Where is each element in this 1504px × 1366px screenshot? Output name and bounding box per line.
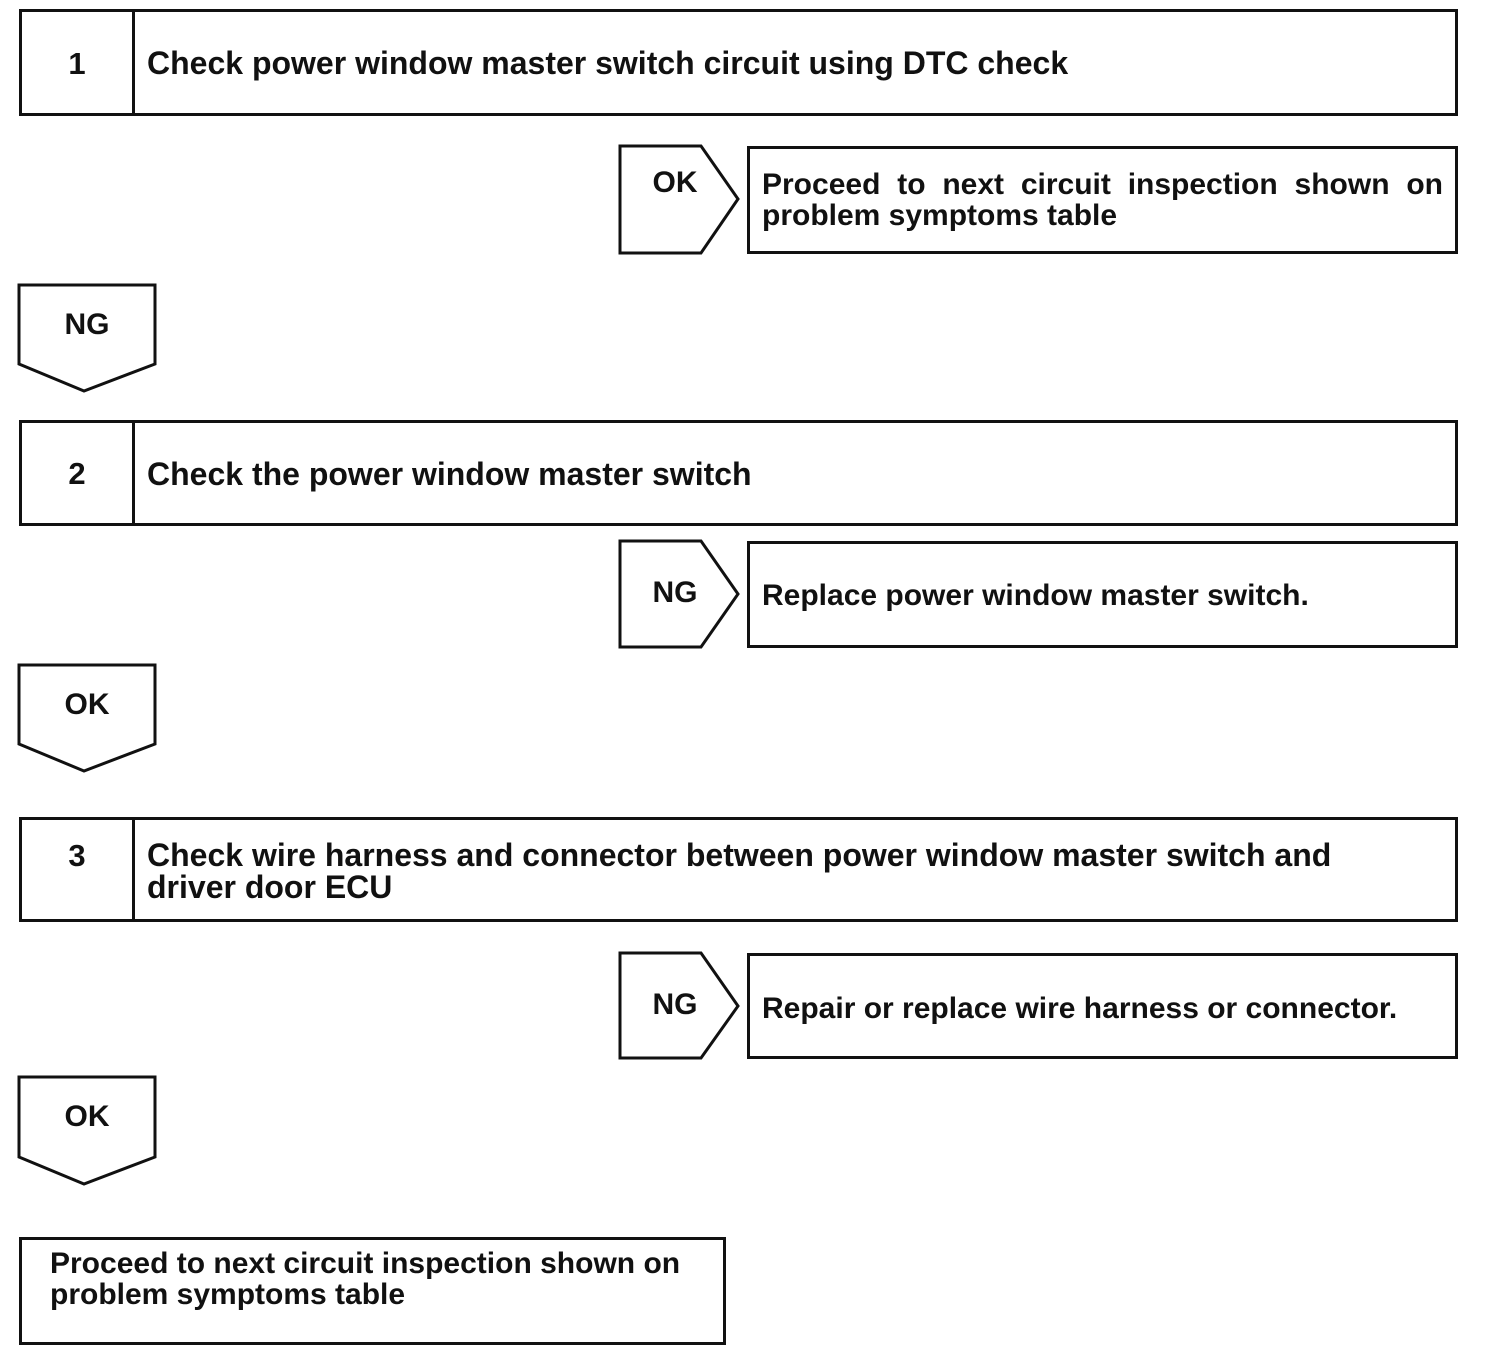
right-arrow-tag-2	[618, 539, 740, 649]
down-tag-label: OK	[64, 1100, 110, 1133]
right-arrow-tag-3	[618, 951, 740, 1060]
right-arrow-tag-1	[618, 144, 740, 255]
step-2-box: 2 Check the power window master switch	[19, 420, 1458, 526]
branch-action-box: Repair or replace wire harness or connec…	[747, 953, 1458, 1059]
branch-label: NG	[652, 988, 698, 1021]
step-title: Check power window master switch circuit…	[147, 45, 1069, 81]
step-1-box: 1 Check power window master switch circu…	[19, 9, 1458, 116]
step-title: Check the power window master switch	[147, 456, 752, 492]
branch-action-box: Proceed to next circuit inspection shown…	[747, 146, 1458, 254]
down-arrow-tag-3	[17, 1075, 157, 1186]
down-tag-label: NG	[64, 308, 110, 341]
down-arrow-tag-1	[17, 283, 157, 393]
final-result-box: Proceed to next circuit inspection shown…	[19, 1237, 726, 1345]
branch-label: OK	[652, 166, 698, 199]
step-number: 1	[22, 12, 135, 113]
step-number: 3	[22, 820, 135, 919]
down-arrow-tag-2	[17, 663, 157, 773]
step-3-box: 3 Check wire harness and connector betwe…	[19, 817, 1458, 922]
branch-label: NG	[652, 576, 698, 609]
step-title: Check wire harness and connector between…	[147, 837, 1332, 905]
step-number: 2	[22, 423, 135, 523]
branch-action-box: Replace power window master switch.	[747, 541, 1458, 648]
down-tag-label: OK	[64, 688, 110, 721]
